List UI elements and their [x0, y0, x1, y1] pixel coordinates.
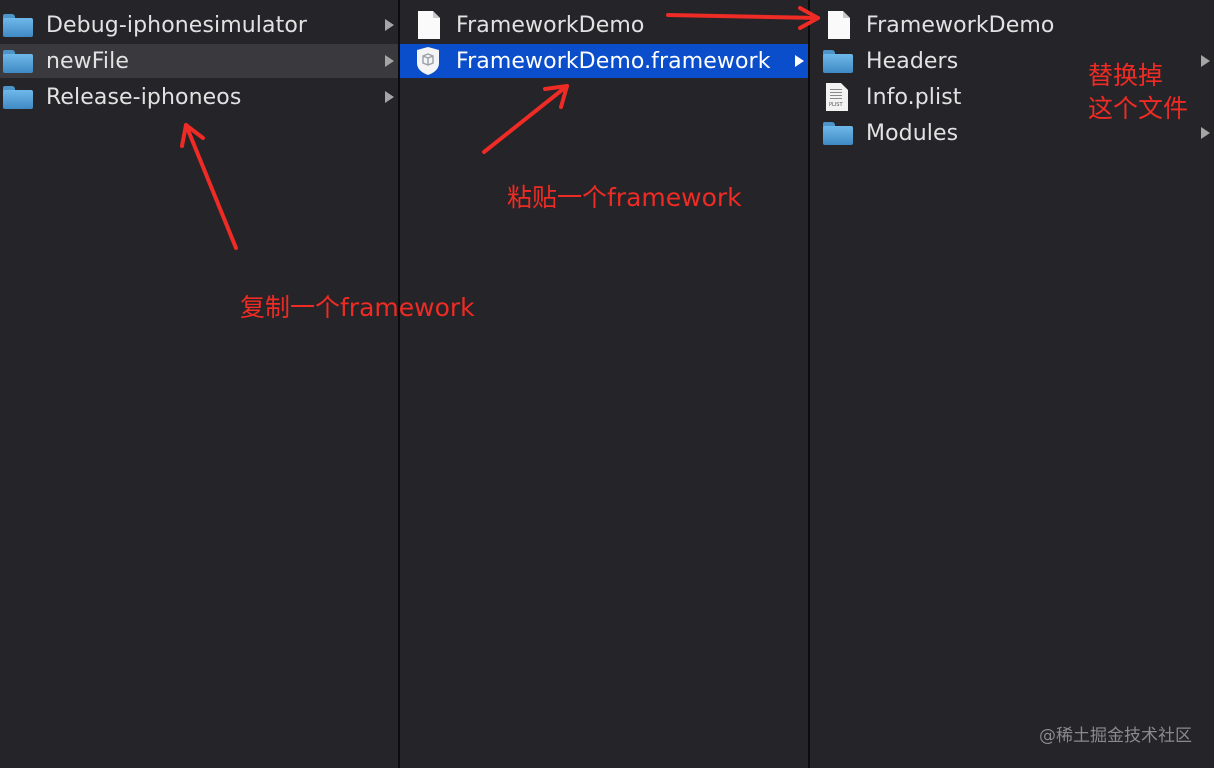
item-label: newFile [46, 48, 129, 74]
list-item-info-plist[interactable]: PLIST Info.plist [810, 80, 1214, 114]
list-item-frameworkdemo-framework[interactable]: FrameworkDemo.framework [400, 44, 808, 78]
framework-icon [414, 46, 442, 76]
annotation-replace: 替换掉 这个文件 [1088, 60, 1188, 125]
list-item-newfile[interactable]: newFile [0, 44, 398, 78]
document-icon [418, 11, 440, 39]
column-1[interactable]: Debug-iphonesimulator newFile Release-ip… [0, 0, 400, 768]
column-2[interactable]: FrameworkDemo FrameworkDemo.framework [400, 0, 810, 768]
list-item-release-iphoneos[interactable]: Release-iphoneos [0, 80, 398, 114]
item-label: Info.plist [866, 84, 962, 110]
item-label: FrameworkDemo [866, 12, 1055, 38]
disclosure-arrow-icon[interactable] [1201, 127, 1210, 139]
list-item-modules[interactable]: Modules [810, 116, 1214, 150]
item-label: Release-iphoneos [46, 84, 242, 110]
disclosure-arrow-icon[interactable] [385, 91, 394, 103]
disclosure-arrow-icon[interactable] [795, 55, 804, 67]
annotation-copy: 复制一个framework [240, 293, 475, 322]
watermark: @稀土掘金技术社区 [1039, 726, 1192, 746]
annotation-replace-line1: 替换掉 [1088, 61, 1164, 90]
folder-icon [2, 85, 34, 109]
annotation-replace-line2: 这个文件 [1088, 93, 1189, 123]
disclosure-arrow-icon[interactable] [385, 19, 394, 31]
item-label: Debug-iphonesimulator [46, 12, 308, 38]
list-item-frameworkdemo-binary[interactable]: FrameworkDemo [400, 8, 808, 42]
folder-icon [822, 121, 854, 145]
list-item-headers[interactable]: Headers [810, 44, 1214, 78]
folder-icon [822, 49, 854, 73]
item-label: FrameworkDemo.framework [456, 48, 771, 74]
item-label: Headers [866, 48, 959, 74]
item-label: Modules [866, 120, 959, 146]
list-item-debug-iphonesimulator[interactable]: Debug-iphonesimulator [0, 8, 398, 42]
plist-file-icon: PLIST [826, 83, 848, 111]
item-label: FrameworkDemo [456, 12, 645, 38]
disclosure-arrow-icon[interactable] [385, 55, 394, 67]
folder-icon [2, 49, 34, 73]
folder-icon [2, 13, 34, 37]
column-3[interactable]: FrameworkDemo Headers PLIST Info.plist M… [810, 0, 1214, 768]
disclosure-arrow-icon[interactable] [1201, 55, 1210, 67]
annotation-paste: 粘贴一个framework [507, 183, 742, 212]
document-icon [828, 11, 850, 39]
list-item-frameworkdemo-binary-inner[interactable]: FrameworkDemo [810, 8, 1214, 42]
